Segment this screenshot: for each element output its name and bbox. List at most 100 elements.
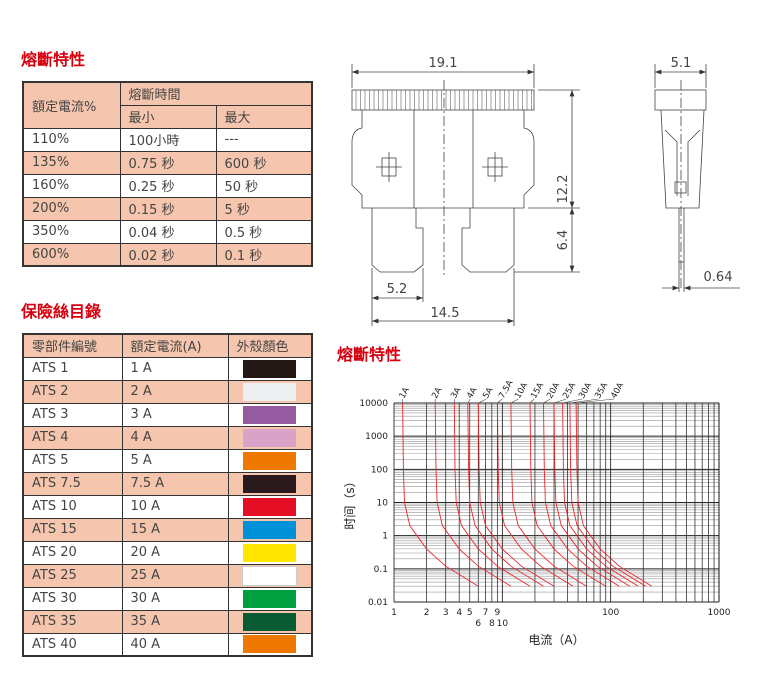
series-label-leader xyxy=(497,398,503,404)
dim-thickness: 5.1 xyxy=(671,56,692,71)
x-tick-label: 6 xyxy=(475,619,481,629)
cell-max: 600 秒 xyxy=(215,150,313,175)
series-label: 25A xyxy=(561,381,578,401)
x-tick-label: 2 xyxy=(424,608,430,618)
cell-color xyxy=(227,609,313,634)
series-curve-3A xyxy=(453,402,531,587)
color-swatch xyxy=(243,405,297,424)
cell-color xyxy=(227,540,313,565)
series-label-leader xyxy=(562,398,583,404)
header-color: 外殼顏色 xyxy=(227,333,313,358)
cell-rated: 20 A xyxy=(121,540,229,565)
header-min: 最小 xyxy=(119,104,217,129)
color-swatch xyxy=(243,428,297,447)
series-label-leader xyxy=(543,398,551,404)
chart-title: 熔斷特性 xyxy=(337,345,402,364)
series-label: 5A xyxy=(481,386,495,401)
color-swatch xyxy=(243,359,297,378)
x-tick-label: 7 xyxy=(483,608,489,618)
fuse-characteristics-title: 熔斷特性 xyxy=(21,50,86,69)
cell-color xyxy=(227,379,313,404)
dim-blade-thickness: 0.64 xyxy=(704,270,733,285)
cell-rated: 4 A xyxy=(121,425,229,450)
x-tick-label: 100 xyxy=(602,608,619,618)
cell-rated: 350% xyxy=(22,219,121,244)
cell-max: 0.1 秒 xyxy=(215,242,313,267)
cell-min: 0.15 秒 xyxy=(119,196,217,221)
series-label: 40A xyxy=(609,381,626,401)
x-axis-label: 电流（A） xyxy=(528,633,584,647)
cell-rated: 3 A xyxy=(121,402,229,427)
cell-color xyxy=(227,494,313,519)
cell-rated: 25 A xyxy=(121,563,229,588)
series-label: 3A xyxy=(449,386,463,401)
series-label: 2A xyxy=(430,386,444,401)
dim-body-height: 12.2 xyxy=(556,175,571,204)
series-label-leader xyxy=(510,398,519,404)
cell-part: ATS 10 xyxy=(22,494,123,519)
series-label: 30A xyxy=(577,381,594,401)
cell-rated: 40 A xyxy=(121,632,229,657)
series-curve-25A xyxy=(553,402,630,587)
cell-color xyxy=(227,356,313,381)
fuse-dimension-drawing: 19.1 12.2 6.4 5.2 14.5 5.1 0.64 xyxy=(351,56,740,326)
x-tick-label: 1 xyxy=(391,608,397,618)
y-tick-label: 10 xyxy=(377,499,389,509)
cell-max: 5 秒 xyxy=(215,196,313,221)
cell-max: 50 秒 xyxy=(215,173,313,198)
series-label-leader xyxy=(478,398,487,404)
dim-width: 19.1 xyxy=(429,56,458,71)
cell-rated: 35 A xyxy=(121,609,229,634)
cell-rated: 110% xyxy=(22,127,121,152)
x-tick-label: 1000 xyxy=(708,608,731,618)
y-tick-label: 10000 xyxy=(359,399,388,409)
cell-color xyxy=(227,563,313,588)
cell-rated: 7.5 A xyxy=(121,471,229,496)
cell-min: 0.25 秒 xyxy=(119,173,217,198)
header-rated: 額定電流(A) xyxy=(121,333,229,358)
series-label: 10A xyxy=(513,381,530,401)
color-swatch xyxy=(243,589,297,608)
cell-color xyxy=(227,517,313,542)
series-label-leader xyxy=(553,398,567,404)
y-tick-label: 100 xyxy=(371,465,388,475)
cell-min: 0.04 秒 xyxy=(119,219,217,244)
color-swatch xyxy=(242,565,298,586)
cell-part: ATS 5 xyxy=(22,448,123,473)
color-swatch xyxy=(243,474,297,493)
color-swatch xyxy=(243,612,297,631)
dim-blade-span: 14.5 xyxy=(431,306,460,321)
cell-rated: 160% xyxy=(22,173,121,198)
y-tick-label: 1 xyxy=(382,532,388,542)
cell-min: 0.02 秒 xyxy=(119,242,217,267)
x-tick-label: 5 xyxy=(467,608,473,618)
series-label-leader xyxy=(576,398,615,404)
header-max: 最大 xyxy=(215,104,313,129)
cell-max: 0.5 秒 xyxy=(215,219,313,244)
series-curve-30A xyxy=(562,402,639,587)
series-label-leader xyxy=(569,398,599,404)
cell-rated: 30 A xyxy=(121,586,229,611)
series-label-leader xyxy=(467,398,471,404)
series-curve-2A xyxy=(434,402,512,587)
cell-rated: 2 A xyxy=(121,379,229,404)
cell-min: 100小時 xyxy=(119,127,217,152)
color-swatch xyxy=(243,635,297,654)
color-swatch xyxy=(243,451,297,470)
header-rated: 額定電流% xyxy=(22,81,121,129)
x-tick-label: 9 xyxy=(495,608,501,618)
